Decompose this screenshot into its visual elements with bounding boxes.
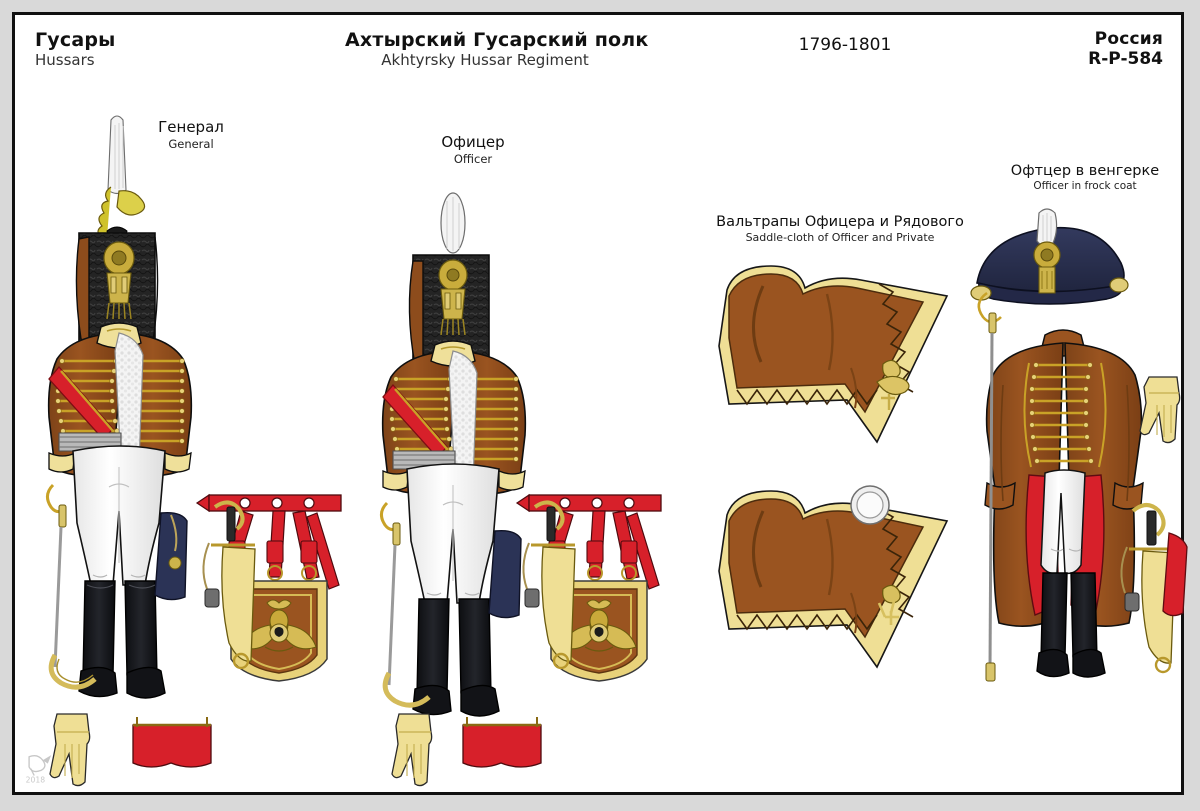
header-left-ru: Гусары	[35, 29, 116, 51]
header-left-en: Hussars	[35, 51, 95, 69]
frock-coat-braid	[1028, 361, 1095, 465]
officer-red-sash-cloth	[462, 717, 542, 768]
shabraque-private	[718, 485, 949, 669]
header-title: Ахтырский Гусарский полк Akhtyrsky Hussa…	[345, 29, 649, 69]
frock-coat-boots	[1036, 572, 1106, 678]
officer-busby	[408, 254, 490, 371]
figure-label-general: Генерал General	[101, 118, 281, 151]
frock-coat-sabre	[1120, 503, 1188, 674]
figure-label-frockcoat-en: Officer in frock coat	[1033, 180, 1137, 192]
header-plate-code: R-P-584	[1088, 49, 1163, 69]
shabraque-cipher-icon	[877, 584, 901, 625]
figure-label-saddlecloth-en: Saddle-cloth of Officer and Private	[745, 231, 935, 244]
figure-general	[46, 115, 193, 699]
figure-label-general-en: General	[168, 137, 214, 151]
figure-label-saddlecloth-ru: Вальтрапы Офицера и Рядового	[716, 214, 964, 230]
watermark-year: 2018	[26, 775, 46, 784]
figure-officer	[380, 192, 527, 717]
frock-coat-sabretache-red	[1162, 532, 1188, 617]
header-title-ru: Ахтырский Гусарский полк	[345, 29, 649, 51]
general-breeches	[72, 445, 166, 586]
general-red-sash-cloth	[132, 717, 212, 768]
general-sabretache-navy	[154, 511, 188, 601]
officer-plume-icon	[440, 192, 466, 254]
artist-watermark: 2018	[26, 755, 52, 784]
officer-busby-ornament-icon	[438, 259, 468, 336]
bicorne-cockade-icon	[1033, 241, 1061, 294]
general-sabre	[202, 500, 256, 670]
figure-frock-coat-officer	[970, 208, 1144, 678]
general-sword	[46, 483, 97, 690]
bicorne-hat	[970, 208, 1129, 305]
plate-frame: Гусары Hussars Ахтырский Гусарский полк …	[12, 12, 1188, 795]
sabretache-set-general	[195, 493, 342, 682]
officer-sword	[380, 501, 431, 708]
officer-sabretache-navy	[488, 529, 522, 619]
figure-label-general-ru: Генерал	[158, 118, 224, 136]
figure-label-officer: Офицер Officer	[383, 133, 563, 166]
sabretache-set-officer	[515, 493, 662, 682]
officer-boots	[412, 598, 500, 717]
frock-coat-breeches	[1040, 469, 1086, 575]
header-left: Гусары Hussars	[35, 29, 116, 69]
figure-label-officer-ru: Офицер	[441, 133, 505, 151]
general-torso	[47, 322, 193, 477]
shabraque-cipher-icon	[876, 359, 910, 410]
uniform-artwork	[46, 115, 1188, 787]
header-country: Россия	[1094, 29, 1163, 49]
general-gauntlet-glove	[49, 713, 91, 787]
figure-label-frockcoat: Офтцер в венгерке Officer in frock coat	[975, 163, 1195, 192]
shabraque-officer	[718, 265, 949, 444]
imperial-eagle-icon	[561, 599, 637, 652]
officer-sabre	[522, 500, 576, 670]
general-busby-ornament-icon	[103, 241, 135, 320]
sheepskin-roll-icon	[850, 485, 890, 525]
general-boots	[78, 580, 166, 699]
officer-gauntlet-glove	[391, 713, 433, 787]
header-title-en: Akhtyrsky Hussar Regiment	[381, 51, 589, 69]
header-date: 1796-1801	[798, 35, 892, 55]
figure-label-saddlecloth: Вальтрапы Офицера и Рядового Saddle-clot…	[675, 214, 1005, 244]
officer-torso	[381, 340, 527, 495]
general-busby	[75, 232, 159, 345]
riding-cane	[977, 291, 1002, 682]
figure-label-officer-en: Officer	[453, 152, 493, 166]
general-plume-icon	[107, 115, 127, 195]
figure-label-frockcoat-ru: Офтцер в венгерке	[1010, 163, 1160, 179]
general-sword-knot-icon	[168, 514, 182, 570]
frock-coat-gauntlet-glove	[1139, 376, 1181, 444]
officer-breeches	[406, 463, 500, 604]
header-right: Россия R-P-584	[1088, 29, 1163, 69]
general-cockade-icon	[97, 186, 146, 251]
bicorne-tassel-right-icon	[1109, 277, 1129, 293]
